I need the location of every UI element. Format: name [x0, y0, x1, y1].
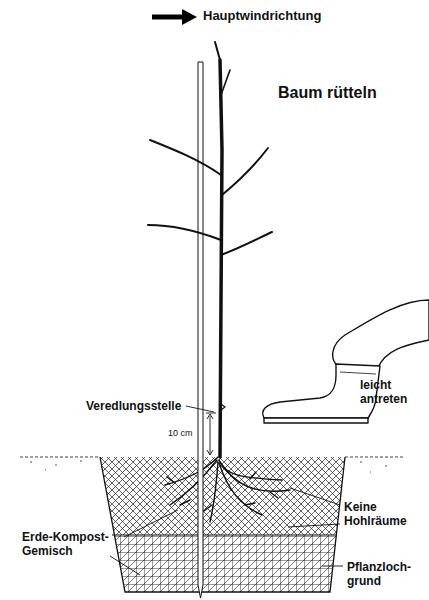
material-label: Erde-Kompost- Gemisch [22, 530, 122, 559]
planting-pit [95, 457, 350, 595]
dimension-lines [206, 413, 216, 455]
step-note: leicht antreten [360, 378, 424, 407]
support-stake [198, 62, 203, 598]
young-tree [148, 42, 272, 457]
part-label: Veredlungsstelle [86, 399, 196, 413]
pit-layer-line [112, 535, 336, 536]
leader-lines [110, 406, 343, 575]
pit-outline [100, 457, 345, 592]
callout-label: Keine Hohlräume [344, 500, 422, 529]
leg-with-boot [263, 300, 429, 423]
wind-direction-label: Hauptwindrichtung [203, 8, 343, 24]
wind-arrow [152, 9, 197, 25]
dimension-label: 10 cm [168, 428, 208, 439]
action-heading: Baum rütteln [278, 83, 418, 102]
part-label: Pflanzloch- grund [347, 560, 423, 589]
roots [165, 457, 290, 522]
